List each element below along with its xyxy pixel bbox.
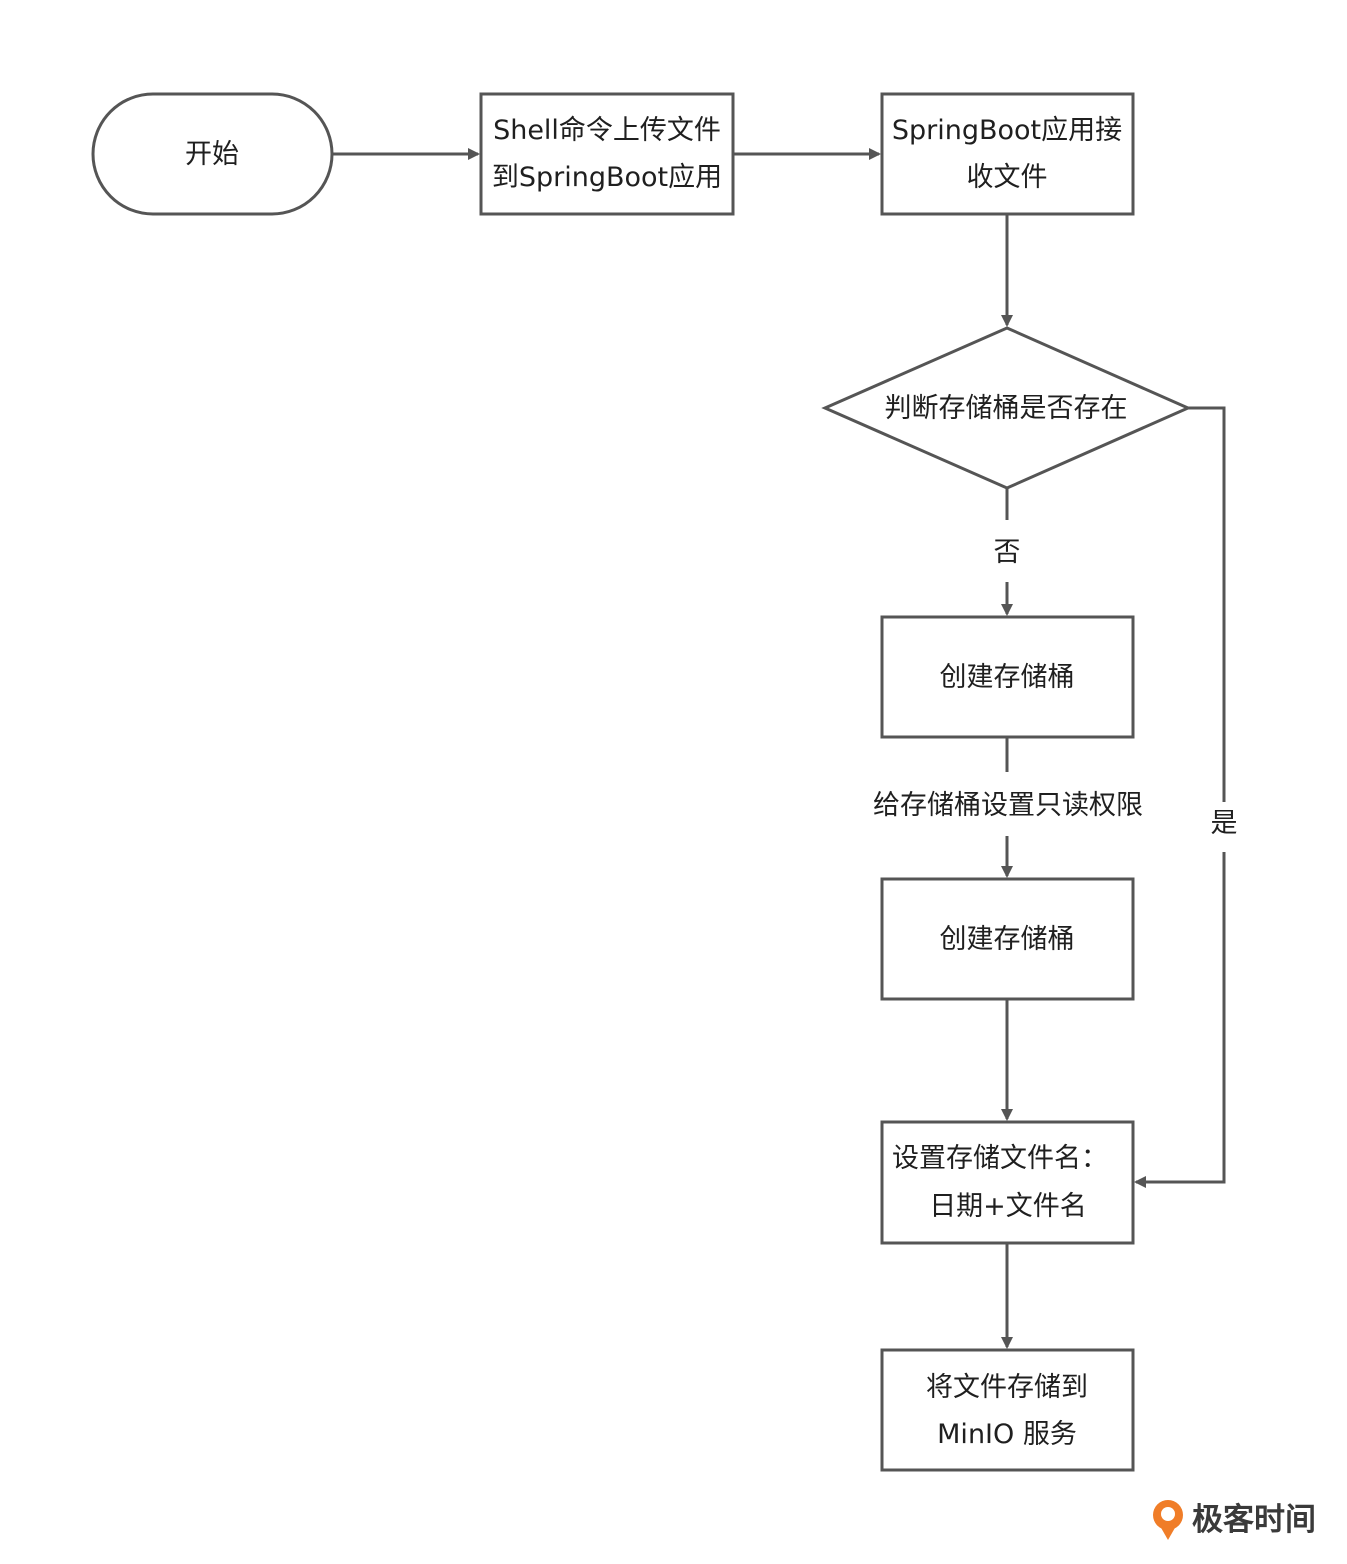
receive-box	[880, 92, 1135, 216]
upload-box	[479, 92, 735, 216]
upload-label-line-1: Shell命令上传文件	[493, 115, 721, 146]
set-filename-box	[880, 1120, 1135, 1245]
edge-label-readonly: 给存储桶设置只读权限	[873, 790, 1143, 821]
upload-label-line-2: 到SpringBoot应用	[492, 162, 722, 193]
create-bucket-label-1: 创建存储桶	[940, 662, 1075, 693]
create-bucket-box-2	[880, 877, 1135, 1001]
start-node: 开始	[91, 92, 334, 216]
set-filename-label-line-1: 设置存储文件名：	[892, 1143, 1108, 1174]
receive-node: SpringBoot应用接 收文件	[880, 92, 1135, 216]
set-filename-label-line-2: 日期+文件名	[929, 1191, 1087, 1222]
upload-node: Shell命令上传文件 到SpringBoot应用	[479, 92, 735, 216]
store-label-line-2: MinIO 服务	[937, 1419, 1077, 1450]
decision-label: 判断存储桶是否存在	[885, 393, 1128, 424]
create-bucket-box-1	[880, 615, 1135, 739]
create-bucket-label-2: 创建存储桶	[940, 924, 1075, 955]
store-node: 将文件存储到 MinIO 服务	[880, 1348, 1135, 1472]
decision-node: 判断存储桶是否存在	[821, 326, 1192, 490]
brand-logo: 极客时间	[1153, 1500, 1316, 1540]
edge-label-yes: 是	[1211, 808, 1238, 839]
edges	[332, 148, 1226, 1349]
brand-name: 极客时间	[1192, 1502, 1316, 1538]
brand-logo-icon	[1153, 1500, 1183, 1540]
receive-label-line-1: SpringBoot应用接	[892, 115, 1122, 146]
create-bucket-node-2: 创建存储桶	[880, 877, 1135, 1001]
set-filename-node: 设置存储文件名： 日期+文件名	[880, 1120, 1135, 1245]
create-bucket-node-1: 创建存储桶	[880, 615, 1135, 739]
receive-label-line-2: 收文件	[967, 162, 1048, 193]
edge-yes-lower	[1134, 852, 1226, 1188]
decision-diamond	[821, 326, 1192, 490]
store-label-line-1: 将文件存储到	[926, 1372, 1088, 1403]
start-label: 开始	[185, 139, 239, 170]
edge-yes-upper	[1188, 406, 1226, 802]
edge-label-no: 否	[994, 537, 1021, 568]
store-box	[880, 1348, 1135, 1472]
start-terminal-shape	[91, 92, 334, 216]
